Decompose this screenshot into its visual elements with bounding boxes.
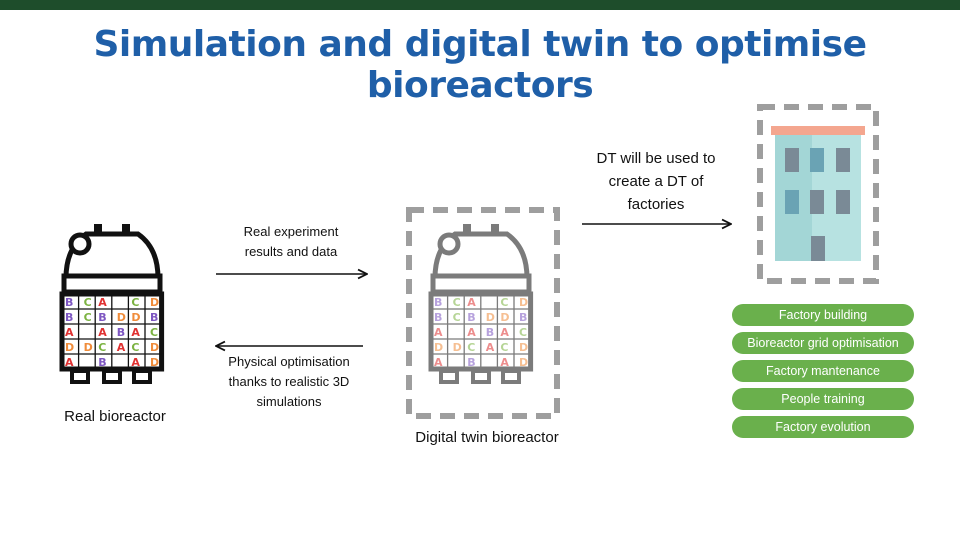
- factory-use-pill: Factory mantenance: [732, 360, 914, 382]
- real-grid-letter: D: [117, 311, 126, 324]
- real-grid-letter: B: [65, 311, 73, 324]
- real-grid-letter: A: [117, 341, 126, 354]
- arrow-label-to-real-bioreactor: Physical optimisation thanks to realisti…: [228, 354, 350, 409]
- real-grid-letter: C: [84, 311, 92, 324]
- real-grid-letter: D: [131, 311, 140, 324]
- twin-grid-letter: B: [467, 311, 475, 324]
- real-grid-letter: B: [98, 311, 106, 324]
- digital-twin-frame: [406, 207, 560, 419]
- real-grid-letter: C: [84, 296, 92, 309]
- factory-use-pill: Factory evolution: [732, 416, 914, 438]
- twin-grid-letter: C: [453, 296, 461, 309]
- twin-grid-letter: C: [500, 341, 508, 354]
- twin-grid-letter: B: [434, 296, 442, 309]
- real-grid-letter: D: [150, 356, 159, 369]
- factory-use-pill: Factory building: [732, 304, 914, 326]
- twin-grid-letter: D: [519, 356, 528, 369]
- arrow-label-to-factory: DT will be used to create a DT of factor…: [596, 150, 716, 213]
- real-grid-letter: D: [65, 341, 74, 354]
- real-grid-letter: C: [150, 326, 158, 339]
- real-bioreactor-caption: Real bioreactor: [64, 408, 166, 425]
- real-grid-letter: B: [98, 356, 106, 369]
- twin-grid-letter: A: [486, 341, 495, 354]
- twin-grid-letter: D: [519, 296, 528, 309]
- slide-title: Simulation and digital twin to optimise …: [93, 24, 868, 106]
- real-grid-letter: A: [131, 356, 140, 369]
- twin-grid-letter: C: [519, 326, 527, 339]
- twin-grid-letter: D: [500, 311, 509, 324]
- real-grid-letter: D: [150, 341, 159, 354]
- factory-use-pill: Bioreactor grid optimisation: [732, 332, 914, 354]
- factory-building-icon: [771, 126, 865, 261]
- twin-grid-letter: D: [519, 341, 528, 354]
- real-grid-letter: C: [98, 341, 106, 354]
- real-grid-letter: D: [84, 341, 93, 354]
- top-bar: [0, 0, 960, 10]
- real-grid-letter: C: [131, 296, 139, 309]
- twin-grid-letter: B: [434, 311, 442, 324]
- twin-grid-letter: D: [453, 341, 462, 354]
- twin-grid-letter: B: [519, 311, 527, 324]
- twin-grid-letter: A: [434, 326, 443, 339]
- real-grid-letter: B: [150, 311, 158, 324]
- real-grid-letter: A: [65, 356, 74, 369]
- twin-grid-letter: C: [453, 311, 461, 324]
- real-grid-letter: A: [98, 326, 107, 339]
- real-grid-letter: C: [131, 341, 139, 354]
- factory-use-pill: People training: [732, 388, 914, 410]
- twin-grid-letter: C: [467, 341, 475, 354]
- twin-grid-letter: B: [467, 356, 475, 369]
- real-grid-letter: A: [131, 326, 140, 339]
- real-grid-letter: B: [117, 326, 125, 339]
- real-grid-letter: A: [65, 326, 74, 339]
- twin-grid-letter: A: [434, 356, 443, 369]
- twin-grid-letter: A: [500, 326, 509, 339]
- real-grid-letter: D: [150, 296, 159, 309]
- twin-grid-letter: A: [500, 356, 509, 369]
- real-grid-letter: A: [98, 296, 107, 309]
- twin-grid-letter: A: [467, 326, 476, 339]
- digital-twin-caption: Digital twin bioreactor: [415, 429, 559, 446]
- twin-grid-letter: D: [434, 341, 443, 354]
- twin-grid-letter: C: [500, 296, 508, 309]
- arrow-label-to-digital-twin: Real experiment results and data: [243, 224, 339, 259]
- twin-grid-letter: A: [467, 296, 476, 309]
- real-grid-letter: B: [65, 296, 73, 309]
- factory-frame: [757, 104, 879, 284]
- twin-grid-letter: B: [486, 326, 494, 339]
- twin-grid-letter: D: [486, 311, 495, 324]
